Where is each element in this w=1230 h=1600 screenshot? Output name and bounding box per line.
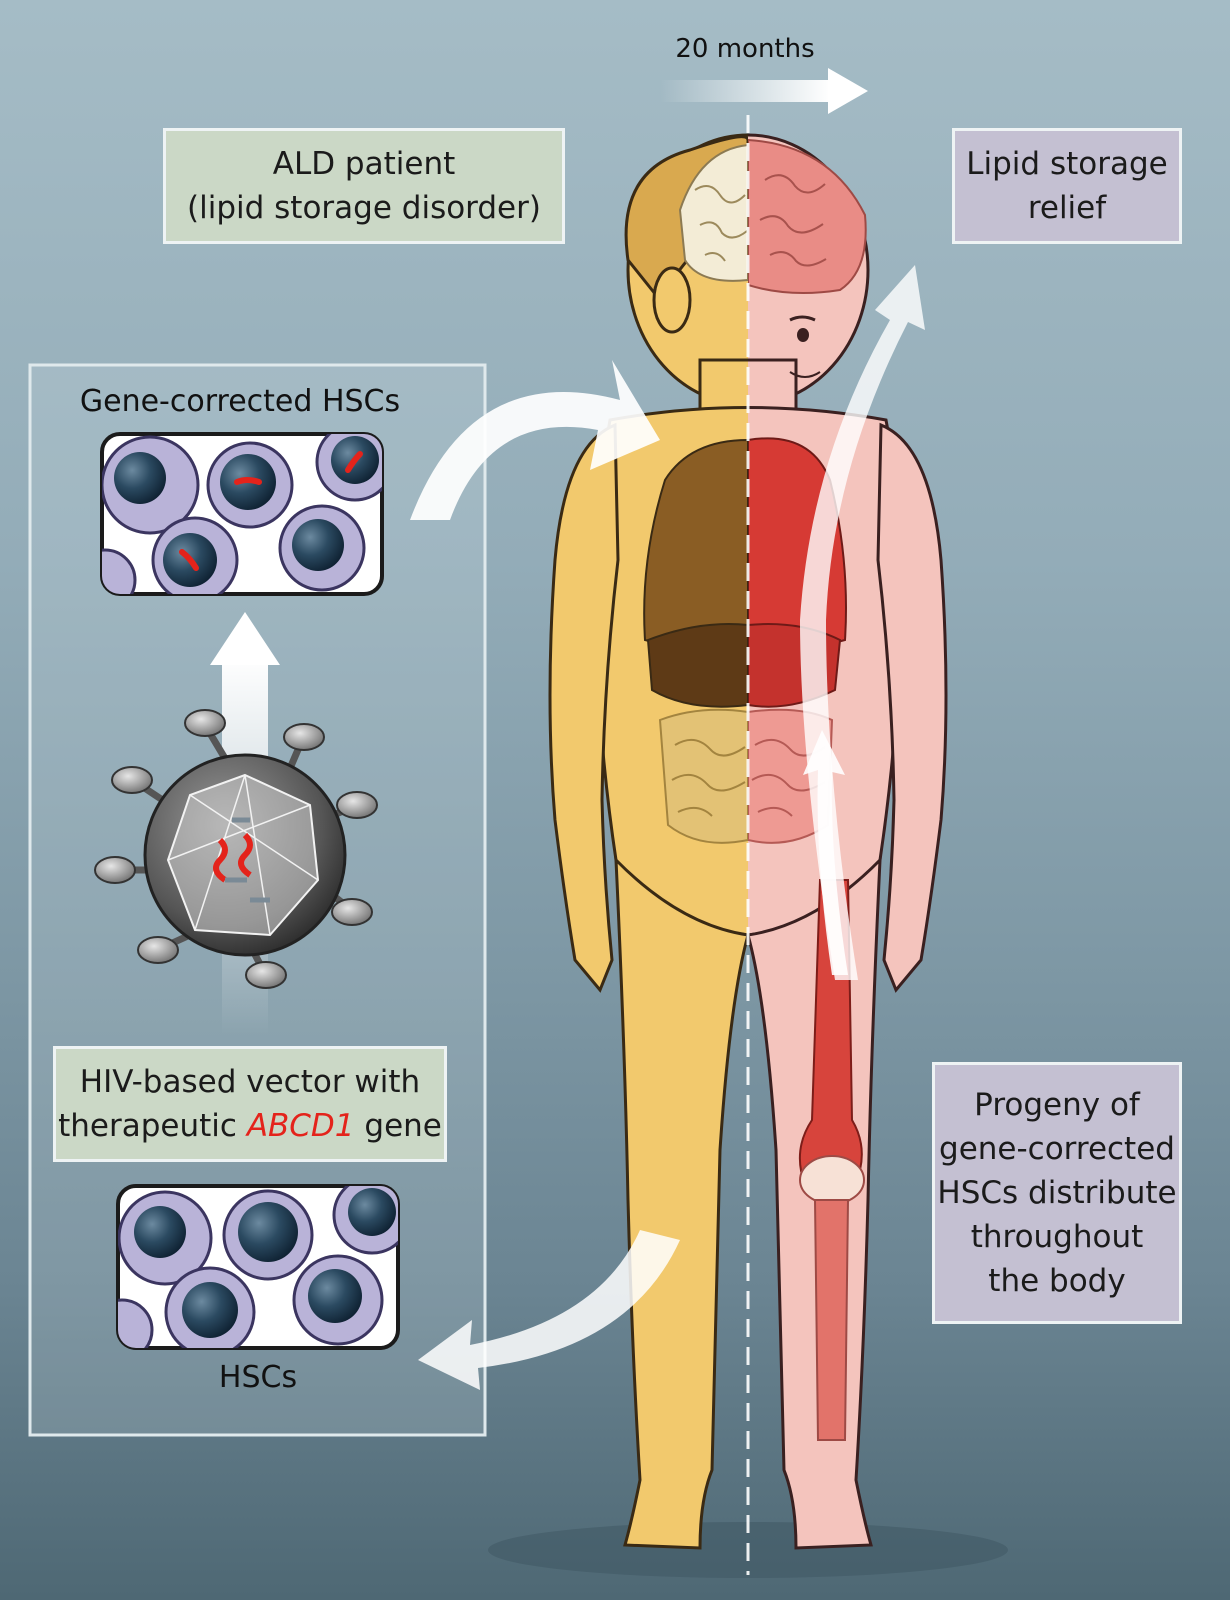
vector-box-suffix: gene [354, 1108, 442, 1144]
hscs-label: HSCs [218, 1360, 298, 1395]
hsc-cells-panel [116, 1184, 400, 1350]
patient-box-line1: ALD patient [272, 146, 456, 182]
abcd1-gene-label: ABCD1 [246, 1108, 355, 1144]
progeny-box: Progeny of gene-corrected HSCs distribut… [932, 1062, 1182, 1324]
timeline-label: 20 months [675, 34, 815, 64]
vector-box-line2: therapeutic ABCD1 gene [58, 1104, 442, 1148]
relief-box: Lipid storage relief [952, 128, 1182, 244]
gene-corrected-cells-panel [100, 432, 384, 596]
hiv-vector-particle [94, 709, 378, 989]
progeny-line-3: HSCs distribute [937, 1175, 1177, 1211]
progeny-line-4: throughout [970, 1219, 1144, 1255]
vector-box: HIV-based vector with therapeutic ABCD1 … [53, 1046, 447, 1162]
relief-box-line2: relief [1027, 190, 1107, 226]
progeny-line-5: the body [988, 1263, 1126, 1299]
untreated-half [548, 133, 748, 1550]
relief-box-line1: Lipid storage [966, 146, 1168, 182]
vector-box-line1: HIV-based vector with [79, 1064, 421, 1100]
progeny-line-2: gene-corrected [939, 1131, 1175, 1167]
gene-corrected-hscs-label: Gene-corrected HSCs [79, 384, 401, 419]
patient-box-line2: (lipid storage disorder) [187, 190, 541, 226]
vector-box-prefix: therapeutic [58, 1108, 247, 1144]
progeny-line-1: Progeny of [974, 1087, 1140, 1123]
patient-box: ALD patient (lipid storage disorder) [163, 128, 565, 244]
